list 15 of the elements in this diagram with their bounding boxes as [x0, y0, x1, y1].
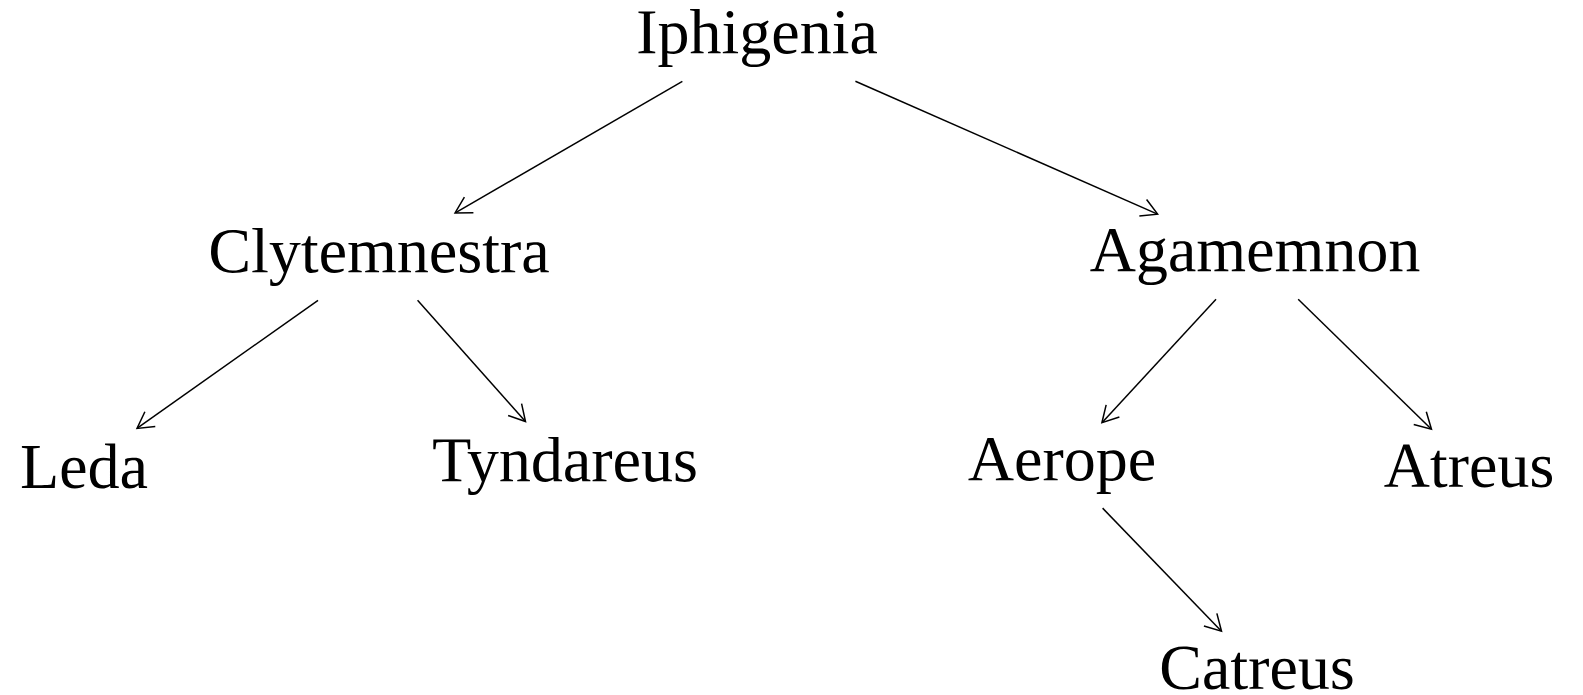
arrow — [854, 80, 1160, 217]
name-label: Aerope — [968, 438, 1154, 494]
name-label: Atreus — [1384, 444, 1552, 488]
arrow — [1100, 298, 1217, 424]
name-label: Agamemnon — [1090, 228, 1420, 285]
arrow — [1101, 507, 1223, 633]
name-label: Tyndareus — [433, 436, 696, 496]
arrow — [453, 80, 684, 214]
name-label: Clytemnestra — [211, 227, 549, 287]
arrow — [416, 299, 527, 423]
arrow — [1297, 298, 1433, 431]
name-label: Iphigenia — [638, 8, 877, 68]
name-label: Leda — [21, 443, 148, 489]
name-label: Catreus — [1161, 646, 1353, 690]
arrow — [135, 299, 319, 430]
